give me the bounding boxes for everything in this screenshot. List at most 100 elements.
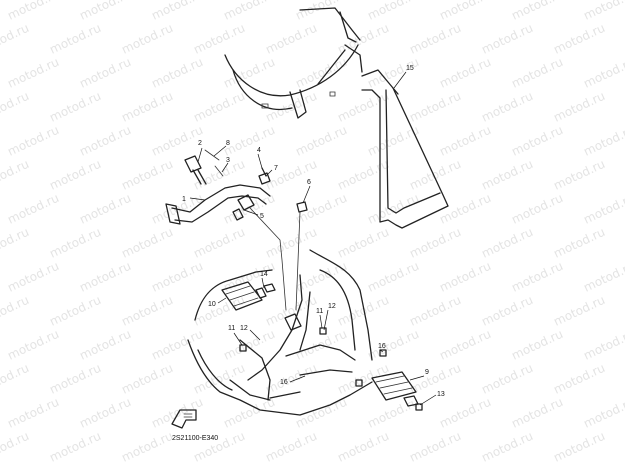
watermark-text: motod.ru: [77, 259, 133, 295]
watermark-text: motod.ru: [149, 259, 205, 295]
watermark-text: motod.ru: [551, 21, 607, 57]
callout-12a: 12: [240, 325, 248, 332]
brake-pedal-assembly: [165, 149, 308, 311]
watermark-text: motod.ru: [5, 0, 61, 23]
watermark-text: motod.ru: [365, 395, 421, 431]
watermark-text: motod.ru: [437, 123, 493, 159]
watermark-text: motod.ru: [149, 395, 205, 431]
watermark-text: motod.ru: [335, 157, 391, 193]
watermark-text: motod.ru: [365, 55, 421, 91]
watermark-text: motod.ru: [47, 21, 103, 57]
watermark-text: motod.ru: [437, 191, 493, 227]
watermark-text: motod.ru: [263, 225, 319, 261]
leader-lines: [189, 71, 437, 406]
watermark-text: motod.ru: [77, 395, 133, 431]
frame-lower-section: [187, 249, 373, 416]
watermark-text: motod.ru: [263, 157, 319, 193]
callout-13: 13: [437, 391, 445, 398]
watermark-text: motod.ru: [365, 0, 421, 23]
watermark-text: motod.ru: [335, 89, 391, 125]
watermark-text: motod.ru: [581, 259, 625, 295]
watermark-text: motod.ru: [551, 429, 607, 465]
watermark-text: motod.ru: [263, 293, 319, 329]
watermark-text: motod.ru: [335, 293, 391, 329]
watermark-text: motod.ru: [479, 89, 535, 125]
watermark-text: motod.ru: [407, 225, 463, 261]
watermark-text: motod.ru: [509, 123, 565, 159]
watermark-text: motod.ru: [191, 157, 247, 193]
watermark-text: motod.ru: [119, 429, 175, 465]
callout-10: 10: [208, 301, 216, 308]
callout-12b: 12: [328, 303, 336, 310]
watermark-text: motod.ru: [191, 21, 247, 57]
watermark-text: motod.ru: [47, 225, 103, 261]
watermark-text: motod.ru: [149, 123, 205, 159]
watermark-text: motod.ru: [293, 0, 349, 23]
watermark-text: motod.ru: [479, 429, 535, 465]
watermark-text: motod.ru: [437, 55, 493, 91]
watermark-text: motod.ru: [407, 157, 463, 193]
watermark-text: motod.ru: [407, 429, 463, 465]
side-stand: [361, 69, 449, 229]
watermark-text: motod.ru: [119, 293, 175, 329]
callout-2: 2: [198, 140, 202, 147]
watermark-text: motod.ru: [365, 191, 421, 227]
watermark-text: motod.ru: [47, 157, 103, 193]
watermark-text: motod.ru: [191, 89, 247, 125]
watermark-text: motod.ru: [119, 157, 175, 193]
watermark-text: motod.ru: [77, 123, 133, 159]
watermark-text: motod.ru: [581, 55, 625, 91]
watermark-text: motod.ru: [221, 0, 277, 23]
watermark-text: motod.ru: [263, 429, 319, 465]
watermark-text: motod.ru: [47, 429, 103, 465]
watermark-text: motod.ru: [581, 327, 625, 363]
watermark-text: motod.ru: [479, 225, 535, 261]
watermark-text: motod.ru: [77, 0, 133, 23]
callout-14: 14: [260, 271, 268, 278]
watermark-text: motod.ru: [149, 55, 205, 91]
watermark-text: motod.ru: [581, 191, 625, 227]
watermark-text: motod.ru: [191, 225, 247, 261]
watermark-text: motod.ru: [0, 429, 31, 465]
callout-15: 15: [406, 65, 414, 72]
watermark-text: motod.ru: [551, 361, 607, 397]
watermark-text: motod.ru: [365, 123, 421, 159]
watermark-text: motod.ru: [0, 293, 31, 329]
watermark-text: motod.ru: [437, 0, 493, 23]
watermark-text: motod.ru: [0, 361, 31, 397]
watermark-text: motod.ru: [77, 55, 133, 91]
watermark-text: motod.ru: [77, 191, 133, 227]
footrest-left: [221, 281, 276, 311]
watermark-text: motod.ru: [293, 55, 349, 91]
watermark-text: motod.ru: [365, 259, 421, 295]
watermark-text: motod.ru: [221, 327, 277, 363]
footrest-right: [371, 349, 423, 411]
watermark-text: motod.ru: [293, 123, 349, 159]
watermark-text: motod.ru: [479, 293, 535, 329]
watermark-text: motod.ru: [509, 327, 565, 363]
watermark-text: motod.ru: [509, 191, 565, 227]
watermark-text: motod.ru: [365, 327, 421, 363]
watermark-text: motod.ru: [509, 259, 565, 295]
front-arrow-icon: [171, 409, 197, 429]
watermark-text: motod.ru: [5, 259, 61, 295]
watermark-text: motod.ru: [335, 429, 391, 465]
callout-8: 8: [226, 140, 230, 147]
watermark-text: motod.ru: [509, 395, 565, 431]
watermark-text: motod.ru: [119, 21, 175, 57]
watermark-text: motod.ru: [149, 327, 205, 363]
callout-11a: 11: [228, 325, 235, 332]
watermark-text: motod.ru: [509, 55, 565, 91]
callout-9: 9: [425, 369, 429, 376]
frame-rear-section: [224, 7, 363, 119]
watermark-text: motod.ru: [5, 191, 61, 227]
watermark-text: motod.ru: [293, 191, 349, 227]
watermark-text: motod.ru: [479, 361, 535, 397]
watermark-text: motod.ru: [77, 327, 133, 363]
watermark-text: motod.ru: [479, 157, 535, 193]
watermark-text: motod.ru: [47, 293, 103, 329]
callout-5: 5: [260, 213, 264, 220]
watermark-text: motod.ru: [581, 0, 625, 23]
watermark-text: motod.ru: [47, 89, 103, 125]
